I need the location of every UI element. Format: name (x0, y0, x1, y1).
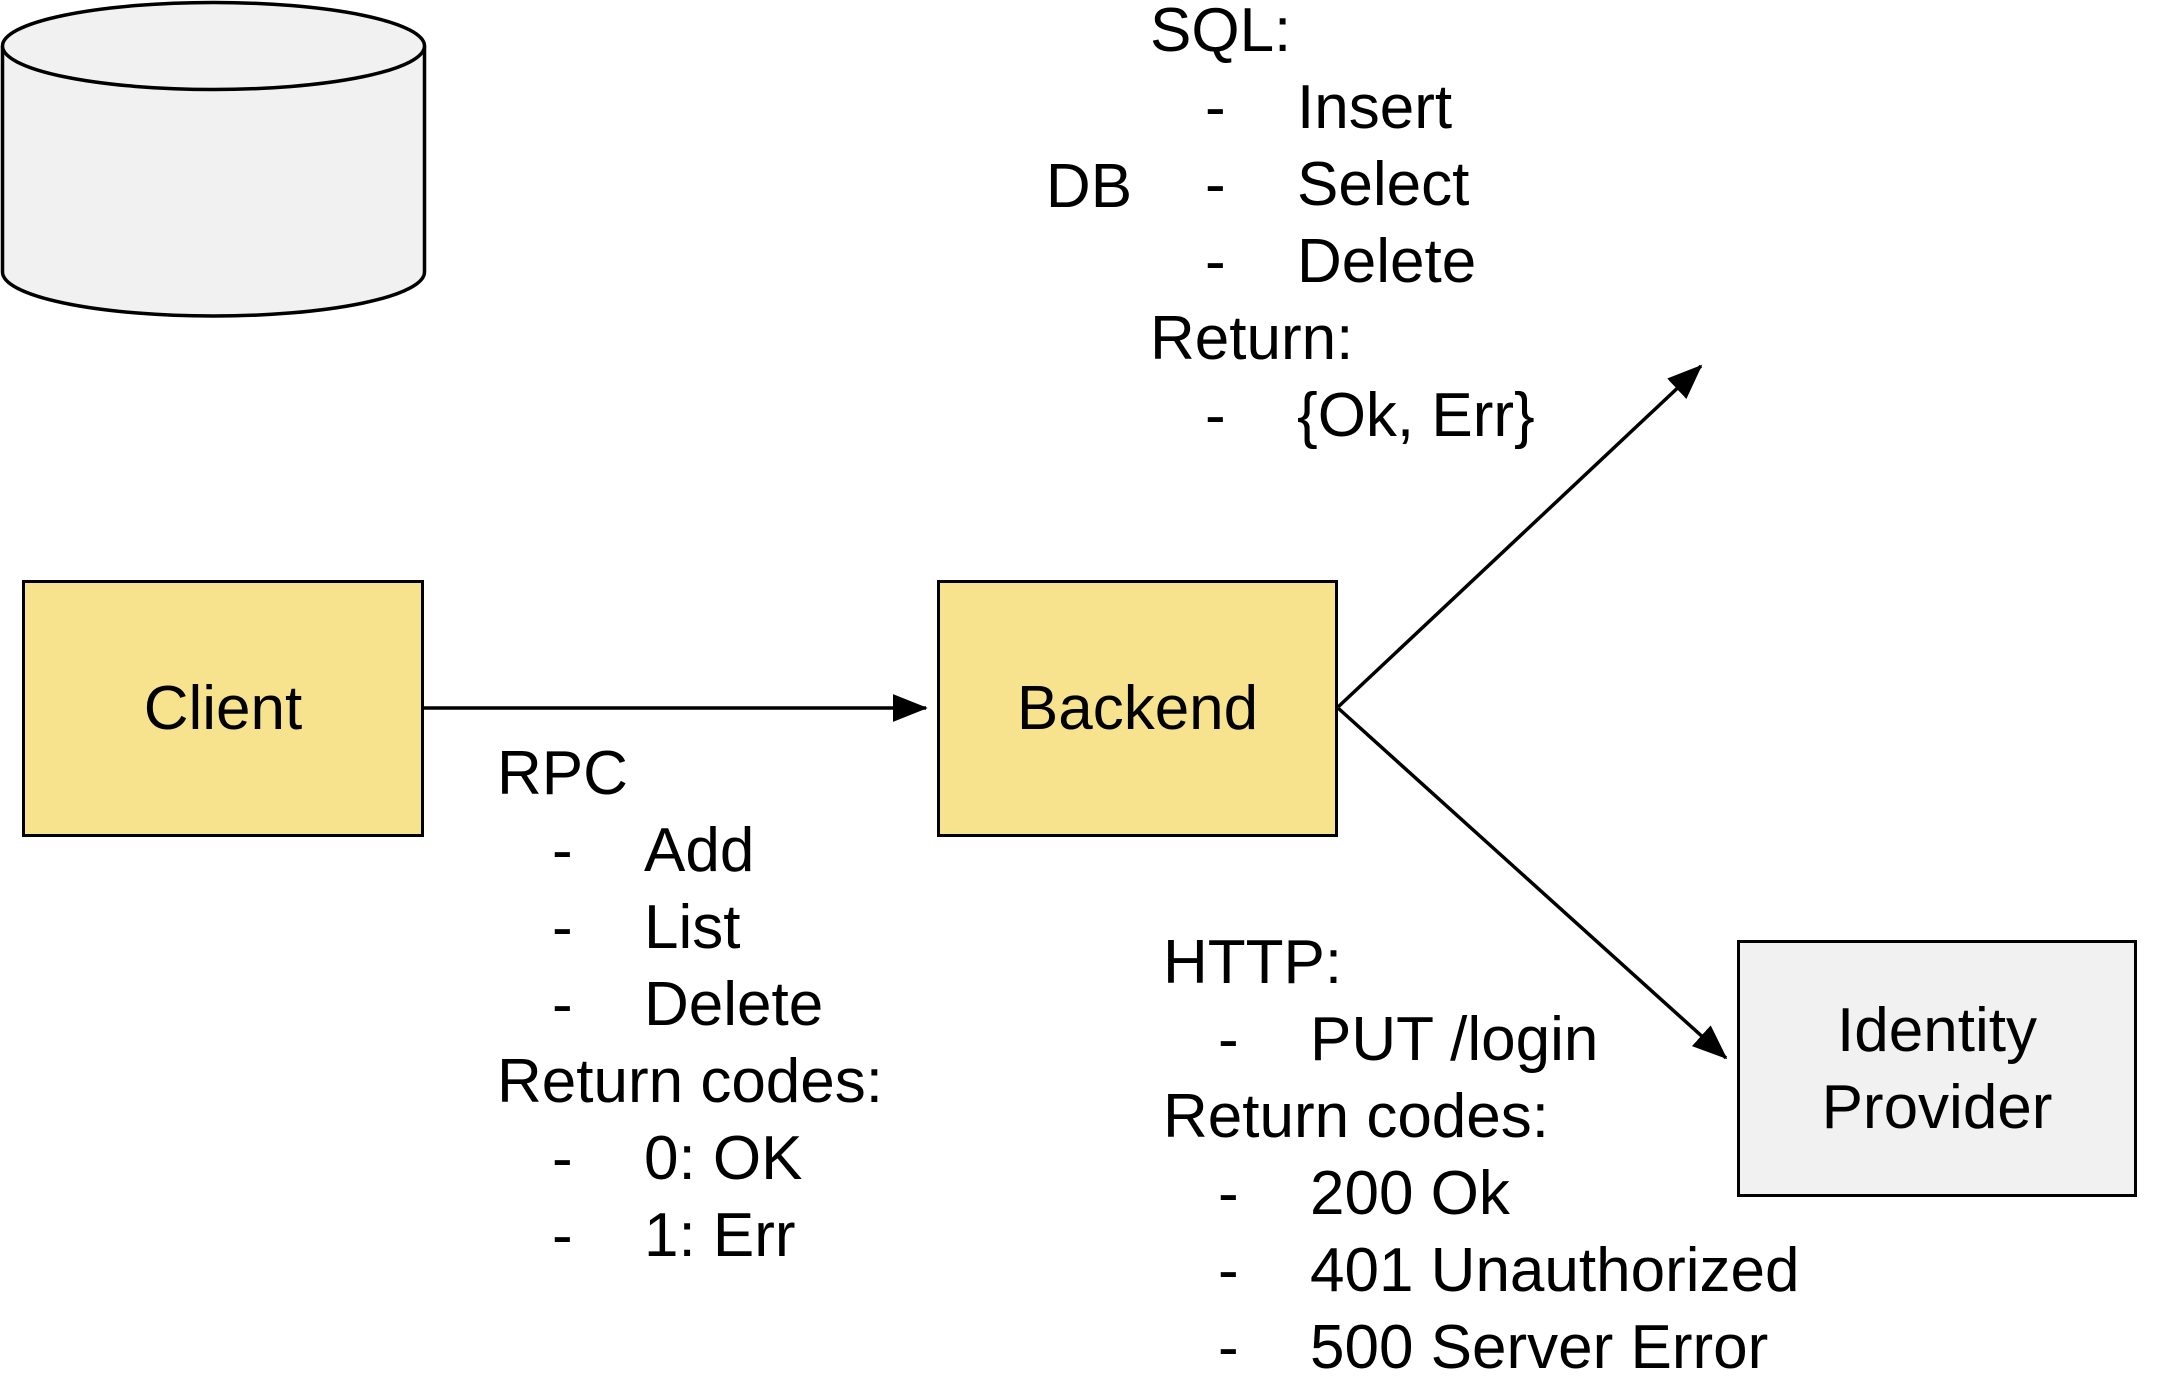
note-heading-line: SQL: (1150, 0, 1535, 69)
note-heading-line: HTTP: (1163, 924, 1799, 1001)
note-heading-line: Return: (1150, 300, 1535, 377)
bullet-dash: - (1218, 1005, 1239, 1074)
bullet-dash: - (552, 1201, 573, 1270)
note-bullet-line: - 401 Unauthorized (1163, 1232, 1799, 1309)
note-line-text: Return codes: (497, 1047, 883, 1116)
note-bullet-line: - {Ok, Err} (1150, 377, 1535, 454)
note-heading-line: RPC (497, 735, 883, 812)
arrow-backend-to-db (1336, 364, 1703, 709)
note-line-text: PUT /login (1310, 1005, 1599, 1074)
backend-node-label: Backend (1016, 674, 1259, 743)
identity-provider-node-label: Identity Provider (1821, 995, 2053, 1142)
bullet-dash: - (1205, 381, 1226, 450)
arrow-backend-to-identity-provider (1336, 706, 1728, 1060)
note-bullet-line: - 0: OK (497, 1120, 883, 1197)
note-bullet-line: - Insert (1150, 69, 1535, 146)
bullet-dash: - (552, 816, 573, 885)
note-line-text: 401 Unauthorized (1310, 1236, 1800, 1305)
note-heading-line: Return codes: (1163, 1078, 1799, 1155)
note-bullet-line: - Delete (497, 966, 883, 1043)
note-heading-line: Return codes: (497, 1043, 883, 1120)
note-bullet-line: - Select (1150, 146, 1535, 223)
note-bullet-line: - List (497, 889, 883, 966)
bullet-dash: - (1205, 73, 1226, 142)
note-line-text: List (644, 893, 741, 962)
bullet-dash: - (1205, 150, 1226, 219)
db-cylinder-node: DB (0, 0, 1132, 320)
identity-provider-node: Identity Provider (1737, 940, 2137, 1197)
note-line-text: Select (1297, 150, 1470, 219)
note-line-text: Return: (1150, 304, 1354, 373)
note-line-text: 1: Err (644, 1201, 796, 1270)
note-bullet-line: - Delete (1150, 223, 1535, 300)
bullet-dash: - (1218, 1313, 1239, 1382)
note-line-text: 200 Ok (1310, 1159, 1510, 1228)
note-line-text: Delete (1297, 227, 1477, 296)
client-node-label: Client (143, 674, 303, 743)
note-bullet-line: - 1: Err (497, 1197, 883, 1274)
bullet-dash: - (1205, 227, 1226, 296)
bullet-dash: - (1218, 1159, 1239, 1228)
note-bullet-line: - 200 Ok (1163, 1155, 1799, 1232)
db-cylinder-shape (0, 0, 427, 318)
note-line-text: SQL: (1150, 0, 1292, 65)
client-node: Client (22, 580, 424, 837)
note-line-text: Delete (644, 970, 824, 1039)
bullet-dash: - (552, 970, 573, 1039)
note-line-text: Add (644, 816, 755, 885)
note-line-text: 0: OK (644, 1124, 803, 1193)
backend-node: Backend (937, 580, 1338, 837)
note-bullet-line: - Add (497, 812, 883, 889)
note-bullet-line: - PUT /login (1163, 1001, 1799, 1078)
note-line-text: Insert (1297, 73, 1453, 142)
note-line-text: RPC (497, 739, 628, 808)
bullet-dash: - (552, 1124, 573, 1193)
note-line-text: HTTP: (1163, 928, 1343, 997)
note-line-text: 500 Server Error (1310, 1313, 1769, 1382)
note-line-text: Return codes: (1163, 1082, 1549, 1151)
note-bullet-line: - 500 Server Error (1163, 1309, 1799, 1386)
bullet-dash: - (552, 893, 573, 962)
note-line-text: {Ok, Err} (1297, 381, 1535, 450)
db-node-label: DB (1045, 152, 1133, 221)
bullet-dash: - (1218, 1236, 1239, 1305)
